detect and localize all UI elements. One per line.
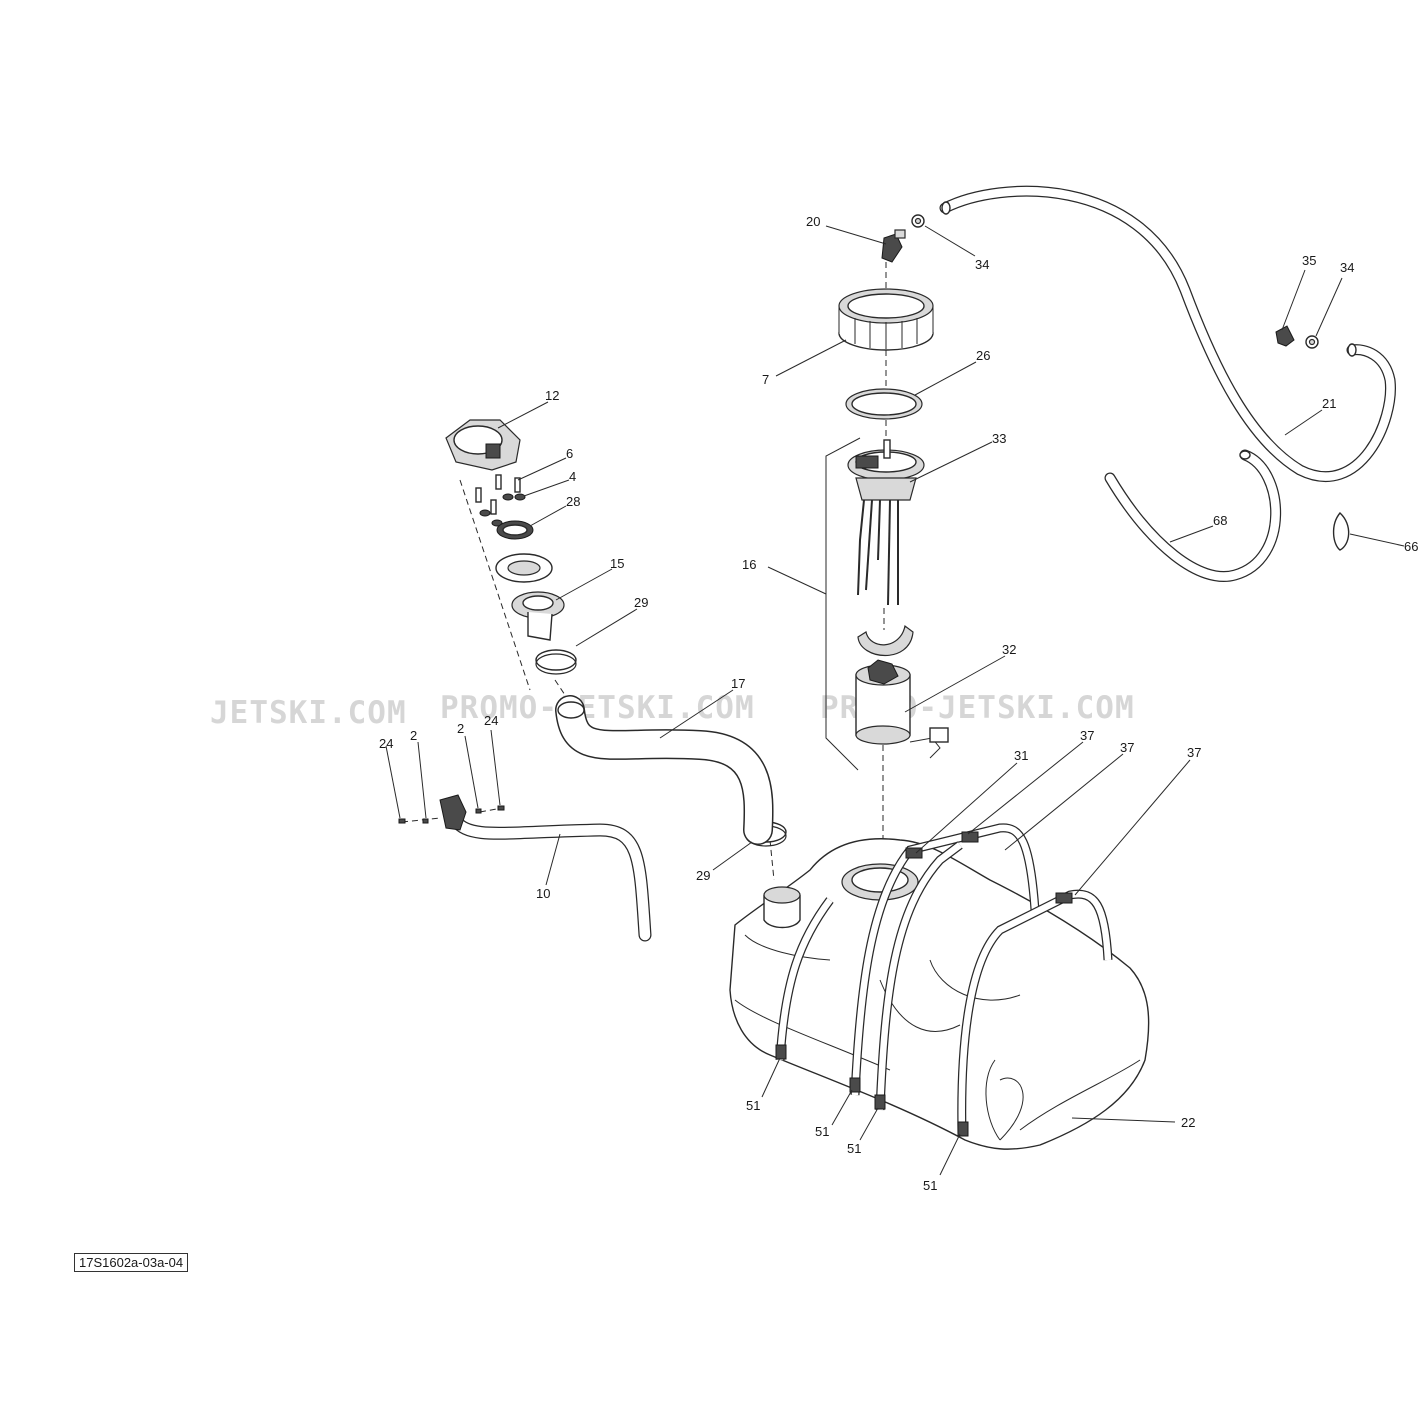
flange-plate [495,553,553,583]
nut-34-right [1305,335,1319,349]
callout-labels: 20 34 35 34 7 26 12 6 4 28 33 21 68 66 1… [379,214,1418,1193]
callout-2: 2 [410,728,417,743]
callout-51: 51 [746,1098,760,1113]
watermark: JETSKI.COM PROMO-JETSKI.COM PROMO-JETSKI… [210,690,1134,731]
filler-neck-15 [511,591,565,641]
clamp-29-upper [535,649,577,675]
callout-4: 4 [569,469,576,484]
callout-68: 68 [1213,513,1227,528]
fuel-tank-22 [729,838,1150,1150]
fitting-35 [1275,325,1295,347]
fuel-pump-32 [855,659,949,759]
seal-28 [496,520,534,540]
pump-module-33 [847,439,925,606]
callout-22: 22 [1181,1115,1195,1130]
watermark-text-2: PROMO-JETSKI.COM [440,690,755,726]
callout-35: 35 [1302,253,1316,268]
clamp-66 [1332,511,1350,551]
watermark-text-1: JETSKI.COM [210,695,407,731]
callout-51: 51 [923,1178,937,1193]
diagram-reference-code: 17S1602a-03a-04 [74,1253,189,1272]
callout-51: 51 [815,1124,829,1139]
clips-51 [775,1044,969,1137]
callout-31: 31 [1014,748,1028,763]
gasket-26 [845,388,923,420]
callout-34: 34 [1340,260,1354,275]
nut-34-upper [911,214,925,228]
fitting-20 [881,229,906,263]
straps-37 [775,823,1113,1136]
fuel-pump-bracket-16 [825,437,861,771]
callout-24: 24 [379,736,393,751]
leader-lines [385,225,1405,1176]
callout-29: 29 [634,595,648,610]
pump-cradle [857,624,914,656]
callout-2: 2 [457,721,464,736]
callout-21: 21 [1322,396,1336,411]
vent-line-10 [439,794,652,942]
callout-32: 32 [1002,642,1016,657]
filler-cap-12 [445,419,521,471]
callout-20: 20 [806,214,820,229]
callout-28: 28 [566,494,580,509]
callout-33: 33 [992,431,1006,446]
lock-ring-7 [838,288,934,351]
callout-37: 37 [1080,728,1094,743]
callout-17: 17 [731,676,745,691]
callout-34: 34 [975,257,989,272]
vent-hose-21 [939,185,1396,483]
callout-51: 51 [847,1141,861,1156]
callout-15: 15 [610,556,624,571]
hose-68 [1104,449,1282,582]
callout-7: 7 [762,372,769,387]
callout-10: 10 [536,886,550,901]
callout-66: 66 [1404,539,1418,554]
callout-37: 37 [1187,745,1201,760]
callout-16: 16 [742,557,756,572]
filler-hose-17 [555,695,774,845]
callout-6: 6 [566,446,573,461]
fittings-2-24 [398,805,505,824]
callout-24: 24 [484,713,498,728]
washers-4 [479,493,526,527]
callout-26: 26 [976,348,990,363]
callout-12: 12 [545,388,559,403]
screws-6 [475,474,521,515]
callout-37: 37 [1120,740,1134,755]
callout-29: 29 [696,868,710,883]
